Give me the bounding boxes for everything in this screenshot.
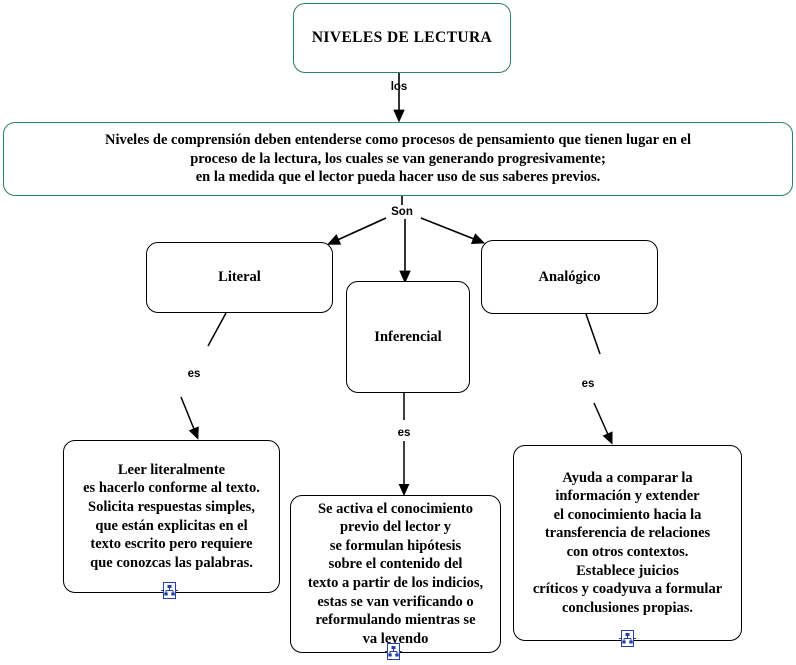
connector-analogico-to-es	[585, 313, 601, 355]
connector-son-to-analogico	[420, 217, 486, 244]
node-analogico-description[interactable]: Ayuda a comparar la información y extend…	[513, 445, 742, 641]
hierarchy-icon[interactable]	[385, 643, 402, 660]
node-inferencial[interactable]: Inferencial	[346, 281, 470, 393]
hierarchy-icon[interactable]	[619, 630, 636, 647]
node-literal-label: Literal	[218, 269, 261, 286]
node-literal-description[interactable]: Leer literalmente es hacerlo conforme al…	[63, 440, 280, 593]
link-label-es-inferencial[interactable]: es	[397, 427, 411, 439]
node-inferencial-description-label: Se activa el conocimiento previo del lec…	[307, 500, 484, 647]
node-analogico-label: Analógico	[538, 268, 601, 285]
node-literal[interactable]: Literal	[146, 242, 333, 313]
node-definition-label: Niveles de comprensión deben entenderse …	[104, 132, 692, 186]
node-inferencial-description[interactable]: Se activa el conocimiento previo del lec…	[290, 495, 501, 653]
node-analogico-description-label: Ayuda a comparar la información y extend…	[532, 469, 723, 616]
link-label-es-analogico[interactable]: es	[581, 378, 595, 390]
link-label-los[interactable]: los	[390, 81, 408, 93]
node-title-label: NIVELES DE LECTURA	[311, 29, 493, 47]
connector-son-to-literal	[327, 217, 387, 245]
node-niveles-de-lectura[interactable]: NIVELES DE LECTURA	[293, 3, 511, 73]
node-definicion-niveles-comprension[interactable]: Niveles de comprensión deben entenderse …	[3, 122, 793, 196]
connector-es-to-analogico-desc	[593, 402, 613, 445]
hierarchy-icon[interactable]	[161, 582, 178, 599]
node-inferencial-label: Inferencial	[374, 328, 442, 345]
node-literal-description-label: Leer literalmente es hacerlo conforme al…	[83, 461, 260, 571]
node-analogico[interactable]: Analógico	[481, 240, 658, 314]
link-label-es-literal[interactable]: es	[187, 368, 201, 380]
connector-literal-to-es	[207, 312, 227, 347]
connector-es-to-literal-desc	[180, 396, 199, 440]
link-label-son[interactable]: Son	[391, 206, 413, 218]
